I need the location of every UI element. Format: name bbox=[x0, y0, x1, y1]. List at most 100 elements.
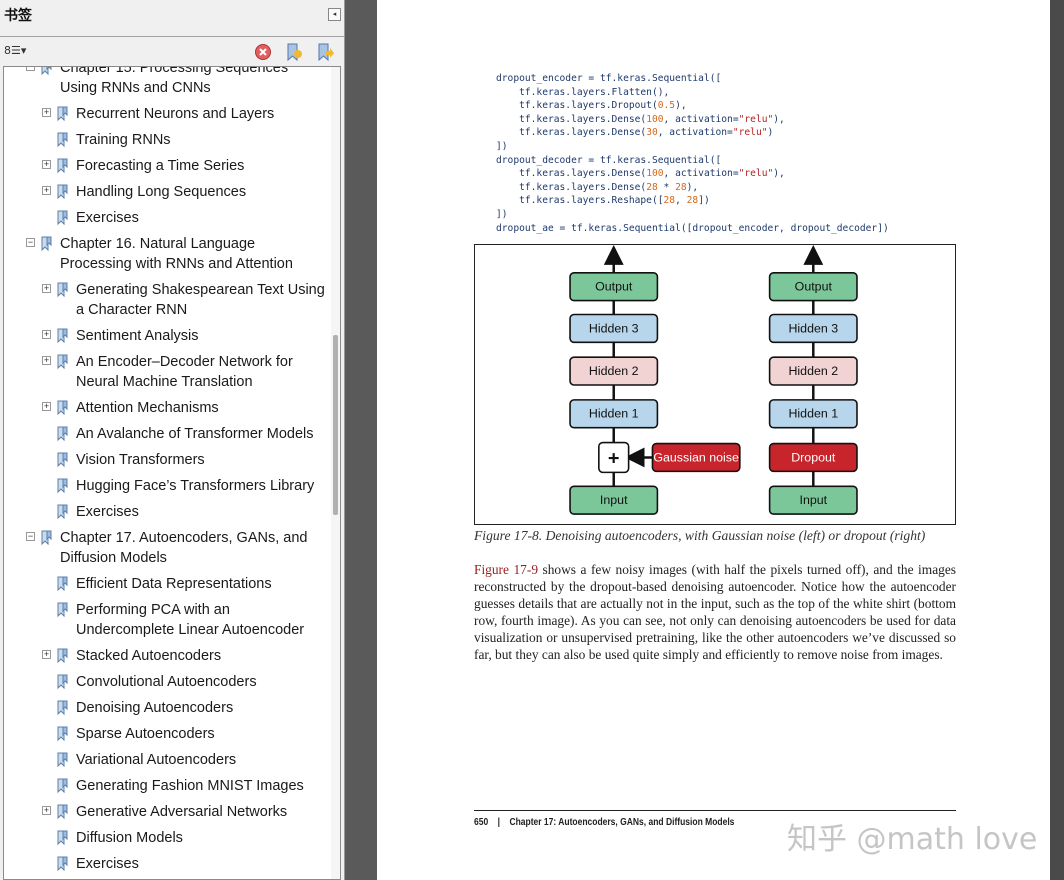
bookmark-item[interactable]: − Chapter 17. Autoencoders, GANs, and Dif… bbox=[4, 525, 329, 571]
bookmark-item[interactable]: + Stacked Autoencoders bbox=[4, 643, 329, 669]
bookmark-item[interactable]: −Chapter 15. Processing Sequences Using … bbox=[4, 67, 329, 101]
bookmark-label: Stacked Autoencoders bbox=[76, 648, 222, 664]
bookmark-item[interactable]: + Recurrent Neurons and Layers bbox=[4, 101, 329, 127]
hidden3-left bbox=[569, 313, 659, 344]
expand-toggle-icon[interactable]: + bbox=[42, 107, 51, 117]
bookmark-label: Performing PCA with an Undercomplete Lin… bbox=[76, 602, 305, 638]
panel-splitter[interactable] bbox=[345, 0, 377, 880]
bookmark-icon bbox=[57, 426, 68, 442]
bookmark-item[interactable]: + Attention Mechanisms bbox=[4, 395, 329, 421]
input-layer-right bbox=[768, 485, 858, 515]
bookmark-label: Variational Autoencoders bbox=[76, 752, 237, 768]
bookmark-label: Denoising Autoencoders bbox=[76, 700, 234, 716]
bookmark-icon bbox=[57, 576, 68, 592]
bookmark-icon bbox=[57, 504, 68, 520]
options-menu-button[interactable]: 8☰▾ bbox=[4, 44, 27, 57]
bookmark-icon bbox=[41, 530, 52, 546]
figure-link[interactable]: Figure 17-9 bbox=[474, 562, 539, 577]
bookmark-icon bbox=[57, 400, 68, 416]
bookmark-item[interactable]: An Avalanche of Transformer Models bbox=[4, 421, 329, 447]
bookmark-item[interactable]: Generating Fashion MNIST Images bbox=[4, 773, 329, 799]
bookmark-label: An Encoder–Decoder Network for Neural Ma… bbox=[76, 354, 293, 390]
bookmark-item[interactable]: Convolutional Autoencoders bbox=[4, 669, 329, 695]
expand-toggle-icon[interactable]: + bbox=[42, 159, 51, 169]
bookmark-label: Exercises bbox=[76, 210, 139, 226]
bookmark-label: Recurrent Neurons and Layers bbox=[76, 106, 275, 122]
hidden1-right bbox=[768, 399, 858, 429]
bookmark-item[interactable]: Hugging Face’s Transformers Library bbox=[4, 473, 329, 499]
hidden1-left bbox=[569, 399, 659, 429]
bookmark-item[interactable]: Training RNNs bbox=[4, 127, 329, 153]
bookmark-item[interactable]: Sparse Autoencoders bbox=[4, 721, 329, 747]
bookmark-icon bbox=[57, 648, 68, 664]
watermark: 知乎 @math love bbox=[787, 822, 1038, 857]
bookmark-label: Chapter 17. Autoencoders, GANs, and Diff… bbox=[60, 530, 308, 566]
page-footer: 650 | Chapter 17: Autoencoders, GANs, an… bbox=[474, 817, 735, 828]
expand-toggle-icon[interactable]: + bbox=[42, 329, 51, 339]
sum-node bbox=[598, 441, 630, 474]
svg-text:Input: Input bbox=[600, 493, 628, 507]
bookmark-label: Diffusion Models bbox=[76, 830, 183, 846]
bookmark-item[interactable]: Exercises bbox=[4, 851, 329, 877]
bookmark-label: Generative Adversarial Networks bbox=[76, 804, 288, 820]
bookmark-item[interactable]: + Generative Adversarial Networks bbox=[4, 799, 329, 825]
bookmark-icon bbox=[57, 106, 68, 122]
body-paragraph: Figure 17-9 shows a few noisy images (wi… bbox=[474, 562, 956, 662]
svg-text:Hidden 2: Hidden 2 bbox=[589, 364, 639, 378]
bookmark-item[interactable]: Performing PCA with an Undercomplete Lin… bbox=[4, 597, 329, 643]
bookmark-item[interactable]: Efficient Data Representations bbox=[4, 571, 329, 597]
bookmark-item[interactable]: Vision Transformers bbox=[4, 447, 329, 473]
expand-toggle-icon[interactable]: − bbox=[26, 237, 35, 247]
svg-text:Hidden 1: Hidden 1 bbox=[589, 407, 639, 421]
hidden3-right bbox=[768, 313, 858, 344]
bookmark-item[interactable]: + Forecasting a Time Series bbox=[4, 153, 329, 179]
bookmark-item[interactable]: Diffusion Models bbox=[4, 825, 329, 851]
bookmark-item[interactable]: Denoising Autoencoders bbox=[4, 695, 329, 721]
bookmark-item[interactable]: Exercises bbox=[4, 499, 329, 525]
bookmark-icon bbox=[57, 804, 68, 820]
expand-toggle-icon[interactable]: + bbox=[42, 185, 51, 195]
input-layer-left bbox=[569, 485, 659, 515]
panel-title: 书签 bbox=[4, 8, 32, 24]
expand-toggle-icon[interactable]: + bbox=[42, 283, 51, 293]
bookmark-item[interactable]: + Sentiment Analysis bbox=[4, 323, 329, 349]
new-bookmark-icon[interactable] bbox=[285, 43, 303, 61]
output-layer-left bbox=[569, 272, 659, 302]
bookmark-label: Attention Mechanisms bbox=[76, 400, 219, 416]
expand-toggle-icon[interactable]: − bbox=[26, 67, 35, 71]
expand-toggle-icon[interactable]: + bbox=[42, 649, 51, 659]
svg-text:Gaussian noise: Gaussian noise bbox=[653, 450, 739, 464]
svg-text:Hidden 3: Hidden 3 bbox=[589, 321, 639, 335]
bookmark-label: Forecasting a Time Series bbox=[76, 158, 245, 174]
divider bbox=[0, 36, 345, 37]
bookmark-icon bbox=[57, 700, 68, 716]
expand-toggle-icon[interactable]: + bbox=[42, 355, 51, 365]
bookmark-item[interactable]: Variational Autoencoders bbox=[4, 747, 329, 773]
figure-caption: Figure 17-8. Denoising autoencoders, wit… bbox=[474, 528, 926, 543]
delete-bookmark-icon[interactable] bbox=[254, 43, 272, 61]
hidden2-left bbox=[569, 356, 659, 386]
expand-toggle-icon[interactable]: + bbox=[42, 401, 51, 411]
scrollbar-thumb[interactable] bbox=[333, 335, 338, 515]
bookmark-icon bbox=[57, 328, 68, 344]
bookmark-label: Training RNNs bbox=[76, 132, 171, 148]
bookmark-label: Exercises bbox=[76, 856, 139, 872]
bookmark-label: Sentiment Analysis bbox=[76, 328, 199, 344]
svg-text:Hidden 2: Hidden 2 bbox=[788, 364, 838, 378]
bookmark-icon bbox=[57, 830, 68, 846]
bookmark-item[interactable]: −Chapter 16. Natural Language Processing… bbox=[4, 231, 329, 277]
bookmark-label: Exercises bbox=[76, 504, 139, 520]
collapse-panel-button[interactable]: ◂ bbox=[328, 8, 341, 21]
scrollbar[interactable] bbox=[331, 67, 340, 879]
bookmark-item[interactable]: +Handling Long Sequences bbox=[4, 179, 329, 205]
expand-toggle-icon[interactable]: + bbox=[42, 805, 51, 815]
bookmark-label: Hugging Face’s Transformers Library bbox=[76, 478, 315, 494]
hidden2-right bbox=[768, 356, 858, 386]
bookmark-icon bbox=[57, 602, 68, 618]
bookmark-item[interactable]: + An Encoder–Decoder Network for Neural M… bbox=[4, 349, 329, 395]
bookmark-item[interactable]: +Generating Shakespearean Text Using a C… bbox=[4, 277, 329, 323]
expand-toggle-icon[interactable]: − bbox=[26, 531, 35, 541]
bookmark-item[interactable]: Exercises bbox=[4, 205, 329, 231]
expand-bookmark-icon[interactable] bbox=[316, 43, 334, 61]
bookmark-icon bbox=[57, 452, 68, 468]
